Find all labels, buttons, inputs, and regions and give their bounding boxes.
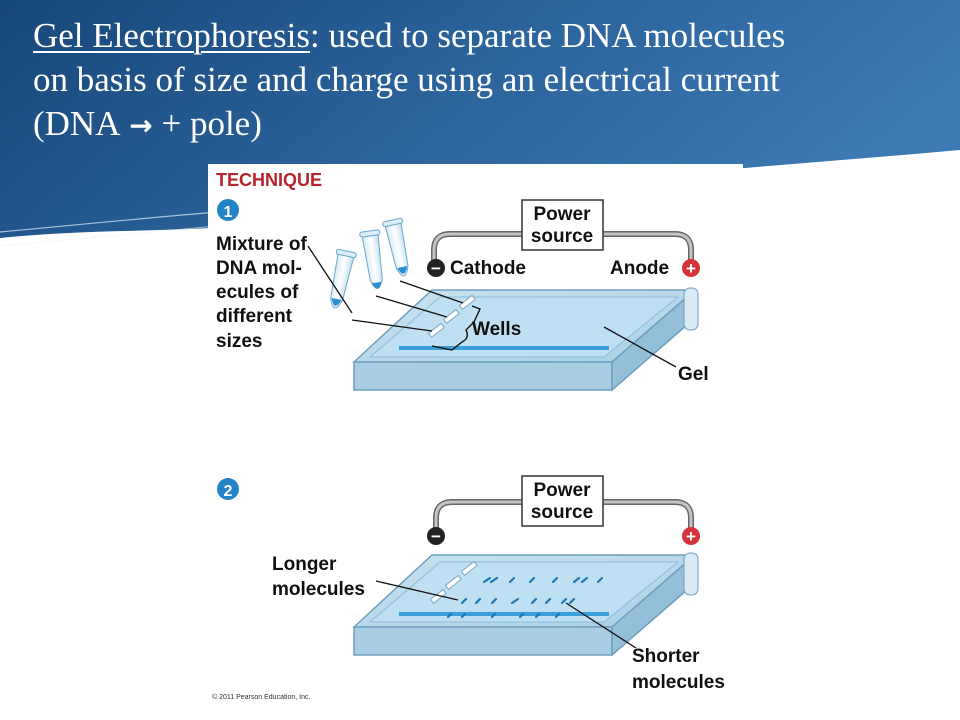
step-2-number: 2	[224, 483, 233, 500]
dna-band	[530, 597, 538, 605]
wells-bracket	[431, 305, 481, 351]
dna-band	[560, 597, 568, 605]
dna-band	[460, 612, 467, 619]
step-1-number: 1	[224, 204, 233, 221]
title-line1-rest: : used to separate DNA molecules	[310, 16, 786, 55]
dna-band	[490, 612, 497, 619]
dna-band	[596, 576, 604, 584]
anode-terminal-icon	[682, 527, 700, 545]
slide-title: Gel Electrophoresis: used to separate DN…	[33, 14, 953, 148]
mixture-label-line4: different	[216, 306, 293, 327]
title-line3-rest: + pole)	[161, 104, 262, 143]
cathode-electrode	[399, 346, 609, 350]
power-source-label-line1: Power	[533, 480, 591, 501]
leader-line	[565, 602, 637, 649]
dna-band	[460, 597, 468, 605]
well	[427, 322, 445, 338]
title-line3-open: (DNA	[33, 104, 121, 143]
svg-text:+: +	[686, 259, 696, 278]
dna-band	[482, 576, 492, 584]
sample-tube	[359, 229, 383, 289]
gel-slab	[368, 561, 680, 623]
mixture-label-line3: ecules of	[216, 282, 299, 303]
svg-text:+: +	[686, 527, 696, 546]
dna-band	[489, 576, 499, 584]
well	[444, 574, 462, 590]
gel-slab	[368, 296, 680, 358]
well	[458, 294, 476, 310]
step-1-badge	[217, 199, 239, 221]
dna-band	[446, 612, 453, 619]
mixture-label-line2: DNA mol-	[216, 258, 302, 279]
power-source-label-line2: source	[531, 502, 593, 523]
sample-tube	[382, 217, 409, 277]
dna-band	[528, 576, 536, 584]
power-source-label-line1: Power	[533, 204, 591, 225]
anode-post	[683, 552, 699, 596]
cathode-label: Cathode	[450, 258, 526, 279]
leader-line	[603, 326, 677, 368]
title-line2: on basis of size and charge using an ele…	[33, 60, 780, 99]
well	[442, 308, 460, 324]
dna-band	[568, 597, 576, 605]
dna-band	[518, 612, 525, 619]
leader-line	[375, 295, 448, 318]
leader-line	[399, 280, 464, 304]
gel-box-front	[353, 626, 613, 656]
gel-box-front	[353, 361, 613, 391]
dna-band	[510, 597, 520, 605]
mixture-label-line5: sizes	[216, 331, 262, 352]
cathode-electrode	[399, 612, 609, 616]
mixture-label-line1: Mixture of	[216, 234, 307, 255]
technique-header: TECHNIQUE	[216, 170, 322, 190]
power-source-box	[521, 199, 604, 251]
svg-text:−: −	[431, 527, 441, 546]
well	[460, 560, 478, 576]
power-source-box	[521, 475, 604, 527]
gel-label: Gel	[678, 364, 709, 385]
title-term: Gel Electrophoresis	[33, 16, 310, 55]
dna-band	[474, 597, 482, 605]
step-1: 1 Power source − Cathode Anode +	[216, 199, 709, 392]
wells-label: Wells	[472, 319, 521, 340]
longer-molecules-label-line1: Longer	[272, 554, 337, 575]
anode-terminal-icon	[682, 259, 700, 277]
dna-band	[551, 576, 559, 584]
sample-tube	[330, 248, 357, 309]
dna-band	[572, 576, 581, 584]
dna-band	[554, 612, 561, 619]
dna-band	[534, 612, 541, 619]
leader-line	[351, 319, 433, 332]
leader-line	[307, 245, 353, 314]
dna-band	[544, 597, 552, 605]
dna-band	[508, 576, 516, 584]
svg-text:−: −	[431, 259, 441, 278]
dna-bands	[446, 576, 604, 619]
copyright-notice: © 2011 Pearson Education, Inc.	[212, 693, 310, 701]
longer-molecules-label-line2: molecules	[272, 579, 365, 600]
dna-band	[580, 576, 589, 584]
cathode-terminal-icon	[427, 259, 445, 277]
cathode-terminal-icon	[427, 527, 445, 545]
anode-label: Anode	[610, 258, 669, 279]
step-2: 2 Power source − +	[217, 475, 725, 693]
dna-band	[490, 597, 498, 605]
anode-post	[683, 287, 699, 331]
step-2-badge	[217, 478, 239, 500]
power-source-label-line2: source	[531, 226, 593, 247]
leader-line	[375, 580, 459, 601]
shorter-molecules-label-line2: molecules	[632, 672, 725, 693]
shorter-molecules-label-line1: Shorter	[632, 646, 700, 667]
right-arrow-icon: →	[129, 109, 153, 142]
